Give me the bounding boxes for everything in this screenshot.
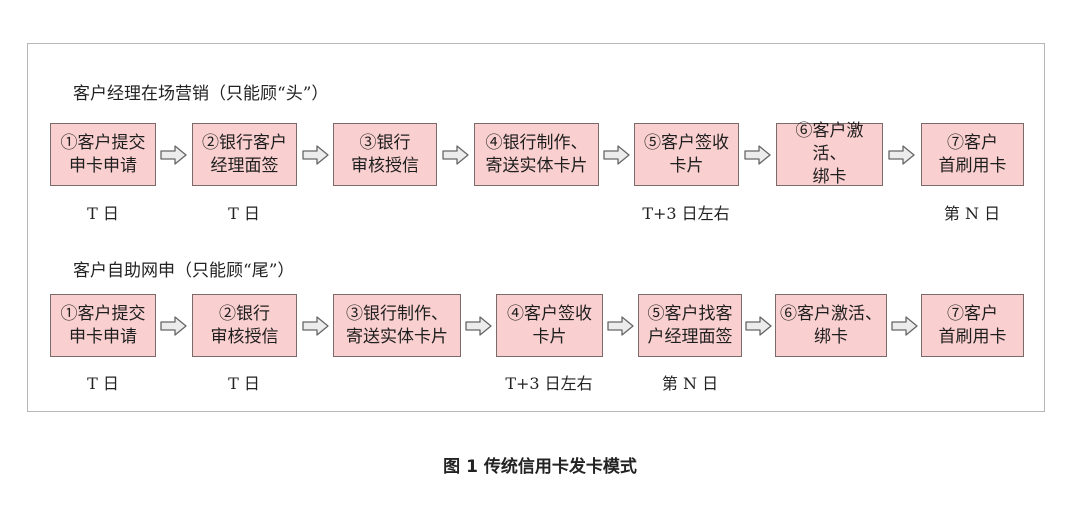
row2-date-5: 第 N 日: [661, 374, 719, 393]
row2-step-4-box: ④客户签收 卡片: [496, 294, 603, 357]
row2-step-6-label: ⑥客户激活、 绑卡: [780, 303, 882, 347]
row2-step-5-label: ⑤客户找客 户经理面签: [647, 303, 733, 347]
row2-step-3-box: ③银行制作、 寄送实体卡片: [333, 294, 461, 357]
row1-date-1: T 日: [87, 204, 119, 223]
row1-step-2-label: ②银行客户 经理面签: [202, 132, 287, 176]
row2-step-3-label: ③银行制作、 寄送实体卡片: [346, 303, 448, 347]
row2-step-4-label: ④客户签收 卡片: [507, 303, 592, 347]
row2-arrow-1-icon: [160, 316, 187, 336]
row1-arrow-4-icon: [603, 145, 630, 165]
row2-step-5-box: ⑤客户找客 户经理面签: [638, 294, 742, 357]
row2-arrow-6-icon: [891, 316, 918, 336]
row1-step-1-label: ①客户提交 申卡申请: [60, 132, 146, 176]
figure-caption: 图 1 传统信用卡发卡模式: [443, 457, 637, 477]
diagram-frame: [27, 43, 1045, 412]
row2-date-4: T+3 日左右: [505, 374, 593, 393]
row1-step-4-box: ④银行制作、 寄送实体卡片: [474, 123, 599, 186]
row2-step-7-label: ⑦客户 首刷用卡: [938, 303, 1007, 347]
row1-step-2-box: ②银行客户 经理面签: [192, 123, 297, 186]
row2-date-2: T 日: [228, 374, 260, 393]
row2-step-7-box: ⑦客户 首刷用卡: [921, 294, 1024, 357]
row1-date-5: T+3 日左右: [642, 204, 730, 223]
row1-step-7-label: ⑦客户 首刷用卡: [938, 132, 1007, 176]
row1-arrow-5-icon: [744, 145, 771, 165]
row2-step-2-box: ②银行 审核授信: [192, 294, 297, 357]
row2-step-1-label: ①客户提交 申卡申请: [60, 303, 146, 347]
row1-arrow-3-icon: [442, 145, 469, 165]
row2-date-1: T 日: [87, 374, 119, 393]
row1-date-2: T 日: [228, 204, 260, 223]
row1-arrow-1-icon: [160, 145, 187, 165]
row1-step-6-label: ⑥客户激活、 绑卡: [795, 121, 864, 187]
row1-step-3-label: ③银行 审核授信: [351, 132, 419, 176]
row2-step-1-box: ①客户提交 申卡申请: [50, 294, 156, 357]
row2-title: 客户自助网申（只能顾“尾”）: [73, 261, 295, 281]
row1-title: 客户经理在场营销（只能顾“头”）: [73, 84, 329, 104]
row1-step-3-box: ③银行 审核授信: [333, 123, 437, 186]
row2-step-6-box: ⑥客户激活、 绑卡: [775, 294, 887, 357]
row2-arrow-2-icon: [302, 316, 329, 336]
row2-arrow-4-icon: [607, 316, 634, 336]
row1-step-7-box: ⑦客户 首刷用卡: [921, 123, 1024, 186]
row1-date-7: 第 N 日: [943, 204, 1001, 223]
row1-step-5-box: ⑤客户签收 卡片: [634, 123, 739, 186]
row1-step-4-label: ④银行制作、 寄送实体卡片: [485, 132, 588, 176]
row1-step-1-box: ①客户提交 申卡申请: [50, 123, 156, 186]
row1-step-6-box: ⑥客户激活、 绑卡: [776, 121, 883, 187]
row1-arrow-6-icon: [888, 145, 915, 165]
row1-step-5-label: ⑤客户签收 卡片: [644, 132, 729, 176]
row1-arrow-2-icon: [302, 145, 329, 165]
row2-step-2-label: ②银行 审核授信: [210, 303, 279, 347]
row2-arrow-5-icon: [745, 316, 772, 336]
row2-arrow-3-icon: [465, 316, 492, 336]
